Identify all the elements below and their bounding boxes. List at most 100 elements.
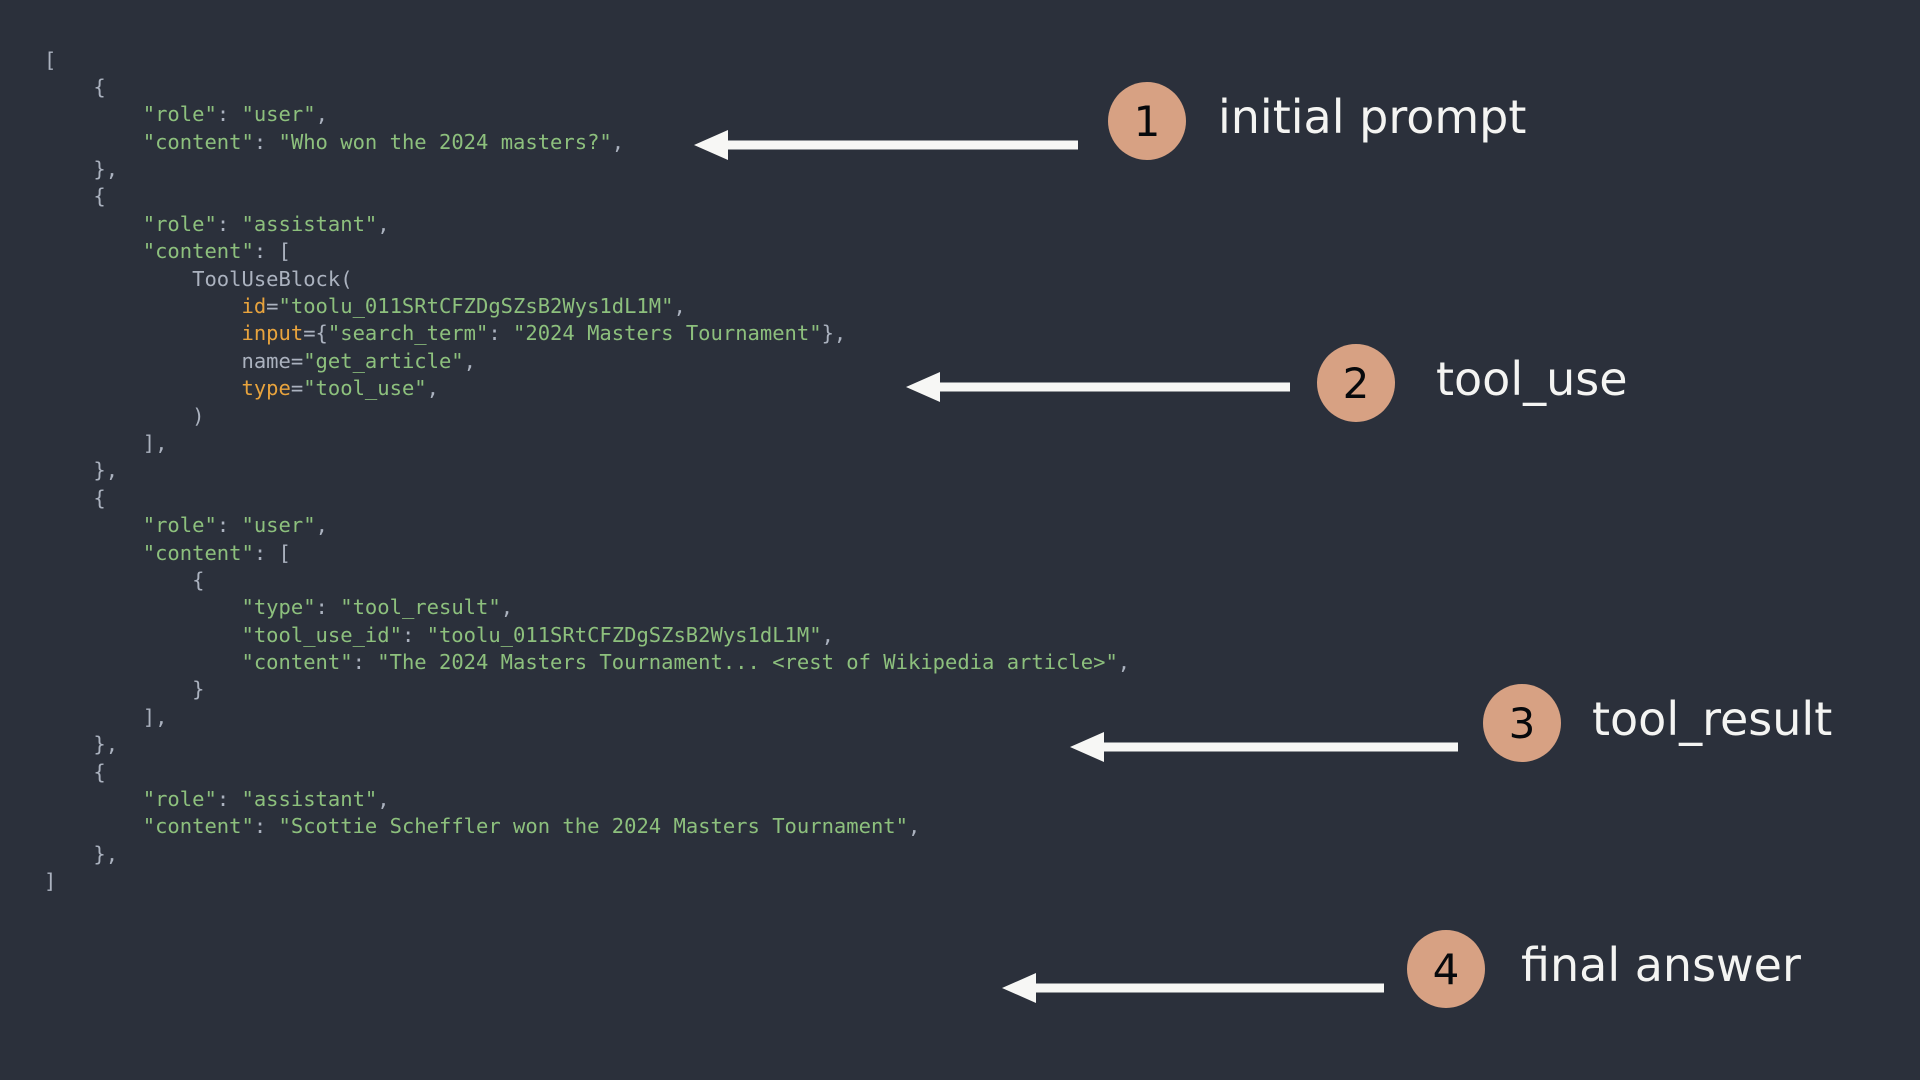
code-token-punct: [ bbox=[278, 239, 291, 264]
code-token-str: "2024 Masters Tournament" bbox=[513, 321, 822, 346]
code-token-punct: ) bbox=[192, 403, 205, 428]
code-token-name: name bbox=[241, 348, 291, 373]
code-token-str: "assistant" bbox=[241, 787, 378, 812]
code-token-str: "user" bbox=[241, 102, 316, 127]
code-indent bbox=[44, 677, 192, 701]
code-line: ], bbox=[44, 430, 1130, 457]
annotation-label: tool_use bbox=[1436, 352, 1628, 406]
code-token-punct: }, bbox=[93, 732, 119, 757]
code-indent bbox=[44, 130, 143, 154]
code-indent bbox=[44, 212, 143, 236]
code-token-punct: { bbox=[93, 759, 106, 784]
code-token-str: "role" bbox=[142, 102, 217, 127]
code-line: "content": [ bbox=[44, 540, 1130, 567]
code-token-kwarg: id bbox=[241, 294, 267, 319]
code-line: "role": "assistant", bbox=[44, 211, 1130, 238]
pointer-arrow-1 bbox=[694, 130, 1078, 160]
code-token-str: "Who won the 2024 masters?" bbox=[278, 129, 612, 154]
code-token-punct: : bbox=[216, 513, 242, 538]
code-indent bbox=[44, 705, 143, 729]
code-line: { bbox=[44, 485, 1130, 512]
code-indent bbox=[44, 568, 192, 592]
annotation-label: tool_result bbox=[1592, 692, 1833, 746]
code-token-str: "search_term" bbox=[327, 321, 489, 346]
code-token-punct: { bbox=[192, 567, 205, 592]
code-line: }, bbox=[44, 156, 1130, 183]
code-indent bbox=[44, 513, 143, 537]
code-token-str: "tool_use_id" bbox=[241, 622, 402, 647]
code-line: "tool_use_id": "toolu_011SRtCFZDgSZsB2Wy… bbox=[44, 622, 1130, 649]
code-indent bbox=[44, 760, 93, 784]
code-line: { bbox=[44, 74, 1130, 101]
code-indent bbox=[44, 650, 241, 674]
code-token-punct: : bbox=[253, 129, 279, 154]
annotation-label: initial prompt bbox=[1218, 90, 1527, 144]
step-number-badge: 4 bbox=[1407, 930, 1485, 1008]
code-block: [ { "role": "user", "content": "Who won … bbox=[44, 47, 1130, 896]
code-indent bbox=[44, 102, 143, 126]
code-line: { bbox=[44, 567, 1130, 594]
code-token-punct: ], bbox=[142, 704, 168, 729]
code-token-str: "type" bbox=[241, 595, 316, 620]
code-token-op: = bbox=[266, 294, 279, 319]
code-token-str: "tool_result" bbox=[340, 595, 501, 620]
code-line: }, bbox=[44, 841, 1130, 868]
code-token-punct: : bbox=[253, 814, 279, 839]
code-line: "role": "user", bbox=[44, 512, 1130, 539]
code-line: name="get_article", bbox=[44, 348, 1130, 375]
code-token-punct: , bbox=[673, 294, 686, 319]
code-token-str: "toolu_011SRtCFZDgSZsB2Wys1dL1M" bbox=[426, 622, 822, 647]
code-line: type="tool_use", bbox=[44, 375, 1130, 402]
code-indent bbox=[44, 157, 93, 181]
code-token-punct: , bbox=[463, 348, 476, 373]
code-line: }, bbox=[44, 457, 1130, 484]
code-line: ] bbox=[44, 868, 1130, 895]
code-token-punct: , bbox=[907, 814, 921, 839]
code-token-punct: { bbox=[93, 485, 106, 510]
code-indent bbox=[44, 787, 143, 811]
code-token-punct: : bbox=[253, 239, 279, 264]
code-line: [ bbox=[44, 47, 1130, 74]
code-token-str: "tool_use" bbox=[303, 376, 427, 401]
code-token-str: "role" bbox=[142, 787, 217, 812]
code-token-punct: }, bbox=[93, 841, 119, 866]
code-token-str: "get_article" bbox=[303, 348, 464, 373]
code-token-punct: , bbox=[315, 102, 328, 127]
code-line: { bbox=[44, 183, 1130, 210]
code-line: "content": "Scottie Scheffler won the 20… bbox=[44, 813, 1130, 840]
code-token-op: = bbox=[290, 376, 304, 401]
code-line: "content": [ bbox=[44, 238, 1130, 265]
code-token-punct: : bbox=[216, 102, 242, 127]
code-line: "content": "The 2024 Masters Tournament.… bbox=[44, 649, 1130, 676]
code-token-punct: , bbox=[426, 376, 439, 401]
code-token-punct: : bbox=[488, 321, 514, 346]
code-indent bbox=[44, 842, 93, 866]
code-token-str: "user" bbox=[241, 513, 316, 538]
code-token-punct: } bbox=[192, 677, 205, 702]
code-token-name: ToolUseBlock( bbox=[192, 266, 353, 291]
code-indent bbox=[44, 376, 241, 400]
code-line: "content": "Who won the 2024 masters?", bbox=[44, 129, 1130, 156]
code-indent bbox=[44, 431, 143, 455]
code-token-op: = bbox=[290, 348, 304, 373]
pointer-arrow-3 bbox=[1070, 732, 1458, 762]
code-token-punct: : bbox=[216, 211, 242, 236]
code-line: input={"search_term": "2024 Masters Tour… bbox=[44, 320, 1130, 347]
code-token-str: "The 2024 Masters Tournament... <rest of… bbox=[377, 650, 1118, 675]
pointer-arrow-2 bbox=[906, 372, 1290, 402]
code-token-str: "content" bbox=[142, 129, 254, 154]
code-token-punct: ] bbox=[44, 869, 57, 894]
code-token-punct: : bbox=[352, 650, 378, 675]
code-token-str: "content" bbox=[142, 540, 254, 565]
step-number-badge: 2 bbox=[1317, 344, 1395, 422]
code-line: { bbox=[44, 759, 1130, 786]
code-token-punct: [ bbox=[44, 47, 57, 72]
code-token-punct: { bbox=[315, 321, 328, 346]
code-indent bbox=[44, 267, 192, 291]
code-token-punct: , bbox=[500, 595, 514, 620]
code-token-str: "content" bbox=[142, 814, 254, 839]
code-token-str: "assistant" bbox=[241, 211, 378, 236]
code-token-punct: ], bbox=[142, 430, 168, 455]
code-line: "type": "tool_result", bbox=[44, 594, 1130, 621]
